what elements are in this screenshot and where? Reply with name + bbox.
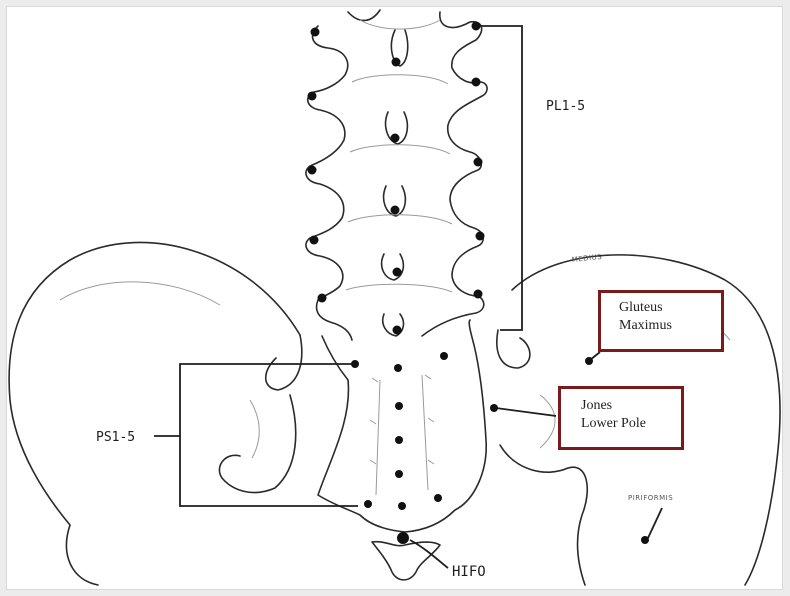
sacral-foramina <box>369 374 435 465</box>
jones-line-1: Jones <box>581 398 613 413</box>
gluteus-line-2: Maximus <box>619 318 672 333</box>
sacrum <box>317 319 487 533</box>
hifo-leader <box>409 539 449 569</box>
jones-lower-pole-box: Jones Lower Pole <box>558 386 684 450</box>
tender-points <box>307 21 649 544</box>
piriformis-leader <box>647 507 663 539</box>
coccyx <box>371 540 441 581</box>
medius-label: MEDIUS <box>571 253 602 264</box>
gluteus-maximus-box: Gluteus Maximus <box>598 290 724 352</box>
left-iliac-wing <box>8 241 301 586</box>
right-iliac-wing <box>511 254 781 586</box>
jones-line-2: Lower Pole <box>581 416 646 431</box>
gluteus-line-1: Gluteus <box>619 300 663 315</box>
hifo-label: HIFO <box>452 564 486 580</box>
piriformis-label: PIRIFORMIS <box>628 494 673 502</box>
jones-leader <box>495 407 557 417</box>
pl-bracket <box>478 25 523 331</box>
pl-label: PL1-5 <box>546 99 585 114</box>
ps-label: PS1-5 <box>96 430 135 445</box>
ps-bracket <box>179 363 358 507</box>
